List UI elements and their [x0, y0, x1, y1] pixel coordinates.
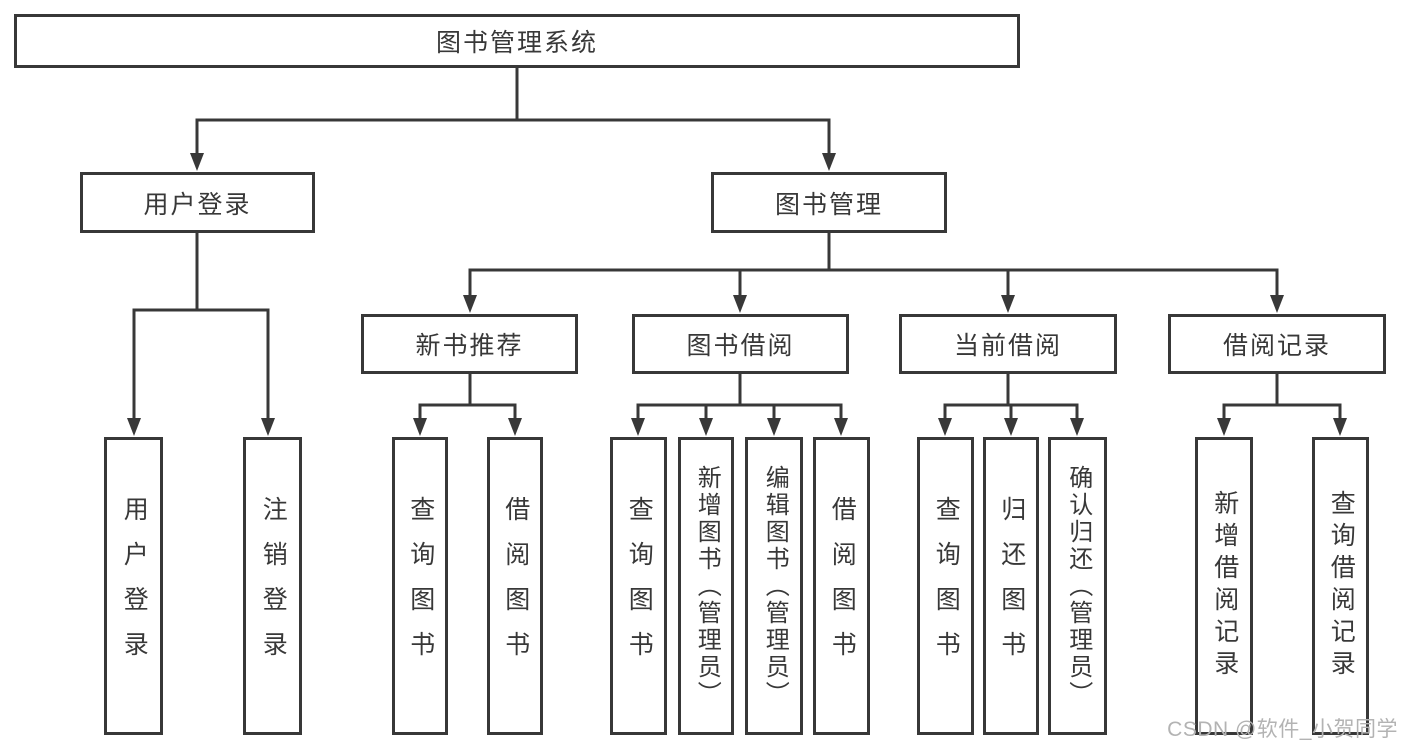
- arrowhead: [127, 418, 141, 436]
- arrowhead: [834, 418, 848, 436]
- connector-new-book-to-leaves: [418, 373, 517, 424]
- arrowhead: [463, 295, 477, 313]
- connector-book-mgmt-to-level3: [468, 232, 1279, 300]
- node-book-borrow: 图书借阅: [632, 314, 849, 374]
- leaf-query-borrow-record-label: 查询借阅记录: [1327, 490, 1356, 682]
- connector-book-borrow-to-leaves: [636, 373, 843, 424]
- leaf-edit-book-admin: 编辑图书（管理员）: [745, 437, 803, 735]
- leaf-borrow-books-label: 借阅图书: [828, 496, 857, 676]
- arrowhead: [631, 418, 645, 436]
- leaf-return-books-label: 归还图书: [997, 496, 1026, 676]
- leaf-borrow-books: 借阅图书: [813, 437, 870, 735]
- leaf-confirm-return-admin-label: 确认归还（管理员）: [1064, 464, 1092, 708]
- arrowhead: [1217, 418, 1231, 436]
- node-root-label: 图书管理系统: [435, 29, 598, 57]
- connector-root-to-level2: [195, 67, 831, 158]
- arrowhead: [1270, 295, 1284, 313]
- node-book-management: 图书管理: [711, 172, 947, 233]
- connector-user-login-to-leaves: [132, 232, 270, 424]
- leaf-add-book-admin-label: 新增图书（管理员）: [693, 464, 721, 708]
- arrowhead: [1001, 295, 1015, 313]
- leaf-newbook-borrow-books: 借阅图书: [487, 437, 543, 735]
- arrowhead: [1333, 418, 1347, 436]
- leaf-borrow-query-books: 查询图书: [610, 437, 667, 735]
- arrowheads: [127, 153, 1347, 436]
- node-borrow-records-label: 借阅记录: [1222, 332, 1331, 360]
- node-new-book-recommend-label: 新书推荐: [415, 332, 524, 360]
- node-user-login-label: 用户登录: [143, 190, 252, 219]
- node-current-borrow: 当前借阅: [899, 314, 1117, 374]
- leaf-confirm-return-admin: 确认归还（管理员）: [1048, 437, 1107, 735]
- arrowhead: [767, 418, 781, 436]
- node-user-login: 用户登录: [80, 172, 315, 233]
- node-current-borrow-label: 当前借阅: [953, 332, 1062, 360]
- node-borrow-records: 借阅记录: [1168, 314, 1386, 374]
- arrowhead: [413, 418, 427, 436]
- leaf-query-borrow-record: 查询借阅记录: [1312, 437, 1369, 735]
- leaf-return-books: 归还图书: [983, 437, 1039, 735]
- leaf-add-borrow-record-label: 新增借阅记录: [1210, 490, 1239, 682]
- leaf-user-login-label: 用户登录: [120, 496, 149, 676]
- leaf-newbook-query-books: 查询图书: [392, 437, 448, 735]
- leaf-edit-book-admin-label: 编辑图书（管理员）: [761, 464, 789, 708]
- arrowhead: [508, 418, 522, 436]
- leaf-current-query-books-label: 查询图书: [932, 496, 961, 676]
- arrowhead: [822, 153, 836, 171]
- arrowhead: [190, 153, 204, 171]
- arrowhead: [1004, 418, 1018, 436]
- node-root: 图书管理系统: [14, 14, 1020, 68]
- leaf-borrow-query-books-label: 查询图书: [625, 496, 654, 676]
- connector-borrow-records-to-leaves: [1222, 373, 1342, 424]
- arrowhead: [938, 418, 952, 436]
- leaf-newbook-query-books-label: 查询图书: [406, 496, 435, 676]
- leaf-add-book-admin: 新增图书（管理员）: [678, 437, 734, 735]
- leaf-logout: 注销登录: [243, 437, 302, 735]
- watermark: CSDN @软件_小贺同学: [1167, 718, 1398, 741]
- node-new-book-recommend: 新书推荐: [361, 314, 578, 374]
- leaf-newbook-borrow-books-label: 借阅图书: [501, 496, 530, 676]
- arrowhead: [733, 295, 747, 313]
- arrowhead: [261, 418, 275, 436]
- node-book-management-label: 图书管理: [774, 190, 883, 219]
- node-book-borrow-label: 图书借阅: [686, 332, 795, 360]
- arrowhead: [699, 418, 713, 436]
- leaf-current-query-books: 查询图书: [917, 437, 974, 735]
- leaf-logout-label: 注销登录: [259, 496, 288, 676]
- leaf-user-login: 用户登录: [104, 437, 163, 735]
- arrowhead: [1070, 418, 1084, 436]
- connector-current-borrow-to-leaves: [943, 373, 1079, 424]
- leaf-add-borrow-record: 新增借阅记录: [1195, 437, 1253, 735]
